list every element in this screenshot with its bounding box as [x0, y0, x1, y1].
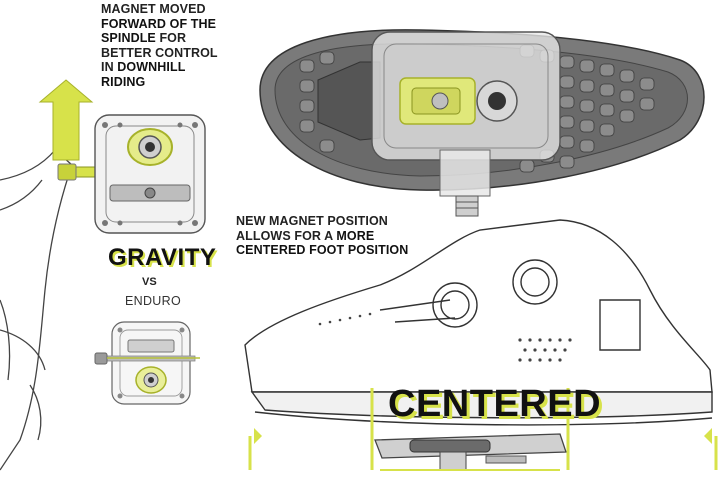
magnet-caption-for: FOR [155, 31, 187, 45]
gravity-label: GRAVITY [108, 244, 217, 271]
shoe-sole-icon [259, 29, 705, 217]
new-position-line-2: ALLOWS FOR A MORE [236, 229, 456, 244]
crank-arm-icon [0, 149, 73, 471]
new-position-more: MORE [336, 228, 375, 243]
vs-label: VS [142, 276, 157, 288]
centered-guides [370, 388, 570, 471]
length-markers [248, 428, 718, 470]
new-position-allows: ALLOWS FOR A [236, 228, 337, 243]
magnet-caption-line-5: IN DOWNHILL [101, 60, 251, 75]
magnet-caption-spindle: SPINDLE [101, 31, 156, 45]
enduro-pedal-icon [94, 321, 200, 405]
magnet-caption-line-6: RIDING [101, 74, 146, 89]
magnet-caption-line-4: BETTER CONTROL [101, 45, 218, 60]
gravity-pedal-icon [94, 114, 206, 234]
new-position-line-3: CENTERED FOOT POSITION [236, 243, 409, 257]
magnet-caption-line-3: SPINDLE FOR [101, 31, 251, 46]
enduro-label: ENDURO [125, 294, 181, 308]
new-position-line-1: NEW MAGNET POSITION [236, 214, 388, 228]
magnet-caption-downhill: DOWNHILL [117, 60, 186, 74]
magnet-caption-in: IN [101, 60, 118, 74]
shoe-side-icon [244, 219, 713, 426]
centered-label: CENTERED [388, 383, 602, 425]
magnet-caption-line-1: MAGNET MOVED [101, 2, 206, 16]
magnet-caption: MAGNET MOVED FORWARD OF THE SPINDLE FOR … [101, 2, 251, 89]
new-position-caption: NEW MAGNET POSITION ALLOWS FOR A MORE CE… [236, 214, 456, 258]
side-pedal-icon [374, 433, 567, 471]
up-arrow-icon [38, 79, 94, 161]
magnet-caption-line-2: FORWARD OF THE [101, 16, 217, 31]
